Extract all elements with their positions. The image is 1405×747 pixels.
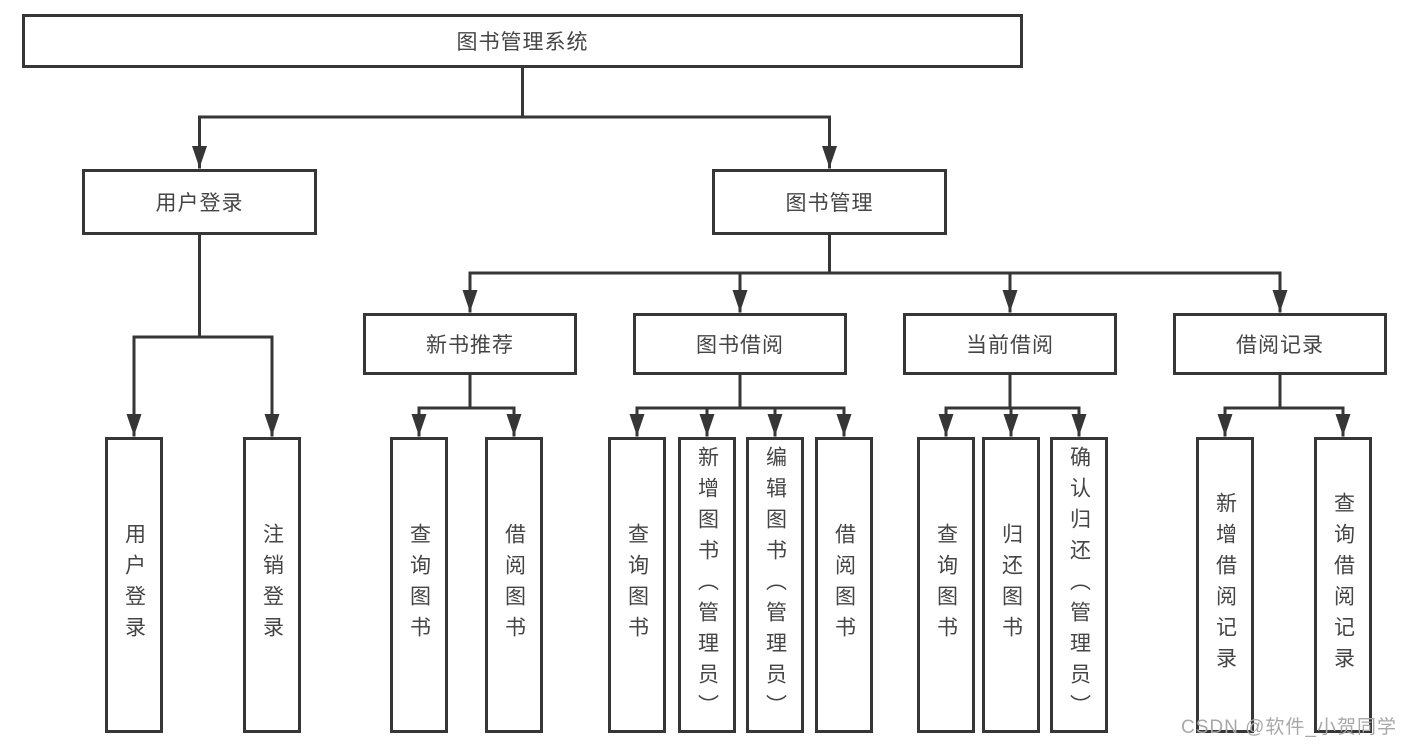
leaf-label: 新增借阅记录 <box>1213 492 1237 678</box>
leaf-add-books-admin: 新增图书（管理员） <box>678 437 736 733</box>
leaf-borrow-books: 借阅图书 <box>815 437 873 733</box>
leaf-label: 注销登录 <box>260 523 284 647</box>
leaf-return-books: 归还图书 <box>982 437 1040 733</box>
csdn-watermark: CSDN @软件_小贺同学 <box>1181 717 1397 738</box>
node-book-management: 图书管理 <box>712 169 947 235</box>
leaf-confirm-return-admin: 确认归还（管理员） <box>1050 437 1108 733</box>
connectors-book-borrowing <box>629 373 852 437</box>
leaf-label: 新增图书（管理员） <box>695 445 719 725</box>
node-label: 当前借阅 <box>966 334 1054 357</box>
node-book-borrowing: 图书借阅 <box>633 313 847 375</box>
node-label: 图书管理系统 <box>456 31 589 54</box>
node-new-book-recommend: 新书推荐 <box>363 313 577 375</box>
node-borrowing-records: 借阅记录 <box>1173 313 1387 375</box>
node-label: 图书借阅 <box>696 334 784 357</box>
leaf-label: 确认归还（管理员） <box>1067 445 1091 725</box>
leaf-label: 用户登录 <box>122 523 146 647</box>
leaf-label: 借阅图书 <box>502 523 526 647</box>
leaf-label: 查询图书 <box>625 523 649 647</box>
leaf-logout: 注销登录 <box>243 437 301 733</box>
leaf-label: 归还图书 <box>999 523 1023 647</box>
connectors-new-book-recommend <box>411 373 522 437</box>
node-label: 新书推荐 <box>426 334 514 357</box>
node-current-borrowing: 当前借阅 <box>903 313 1117 375</box>
connectors-root <box>192 66 837 169</box>
node-label: 图书管理 <box>785 192 874 215</box>
leaf-edit-books-admin: 编辑图书（管理员） <box>746 437 804 733</box>
leaf-add-borrow-record: 新增借阅记录 <box>1196 437 1254 733</box>
node-label: 借阅记录 <box>1236 334 1324 357</box>
node-label: 用户登录 <box>155 192 244 215</box>
connectors-borrowing-records <box>1217 373 1351 437</box>
leaf-label: 编辑图书（管理员） <box>763 445 787 725</box>
leaf-query-borrow-record: 查询借阅记录 <box>1314 437 1372 733</box>
leaf-label: 借阅图书 <box>832 523 856 647</box>
node-library-management-system: 图书管理系统 <box>22 14 1023 68</box>
leaf-label: 查询图书 <box>407 523 431 647</box>
connectors-user-login <box>126 233 280 437</box>
leaf-query-books-recommend: 查询图书 <box>390 437 448 733</box>
connectors-current-borrowing <box>938 373 1087 437</box>
leaf-label: 查询图书 <box>934 523 958 647</box>
leaf-query-books-current: 查询图书 <box>917 437 975 733</box>
connectors-book-management <box>462 233 1288 313</box>
leaf-borrow-books-recommend: 借阅图书 <box>485 437 543 733</box>
leaf-query-books-borrowing: 查询图书 <box>608 437 666 733</box>
node-user-login: 用户登录 <box>82 169 317 235</box>
leaf-user-login: 用户登录 <box>105 437 163 733</box>
leaf-label: 查询借阅记录 <box>1331 492 1355 678</box>
